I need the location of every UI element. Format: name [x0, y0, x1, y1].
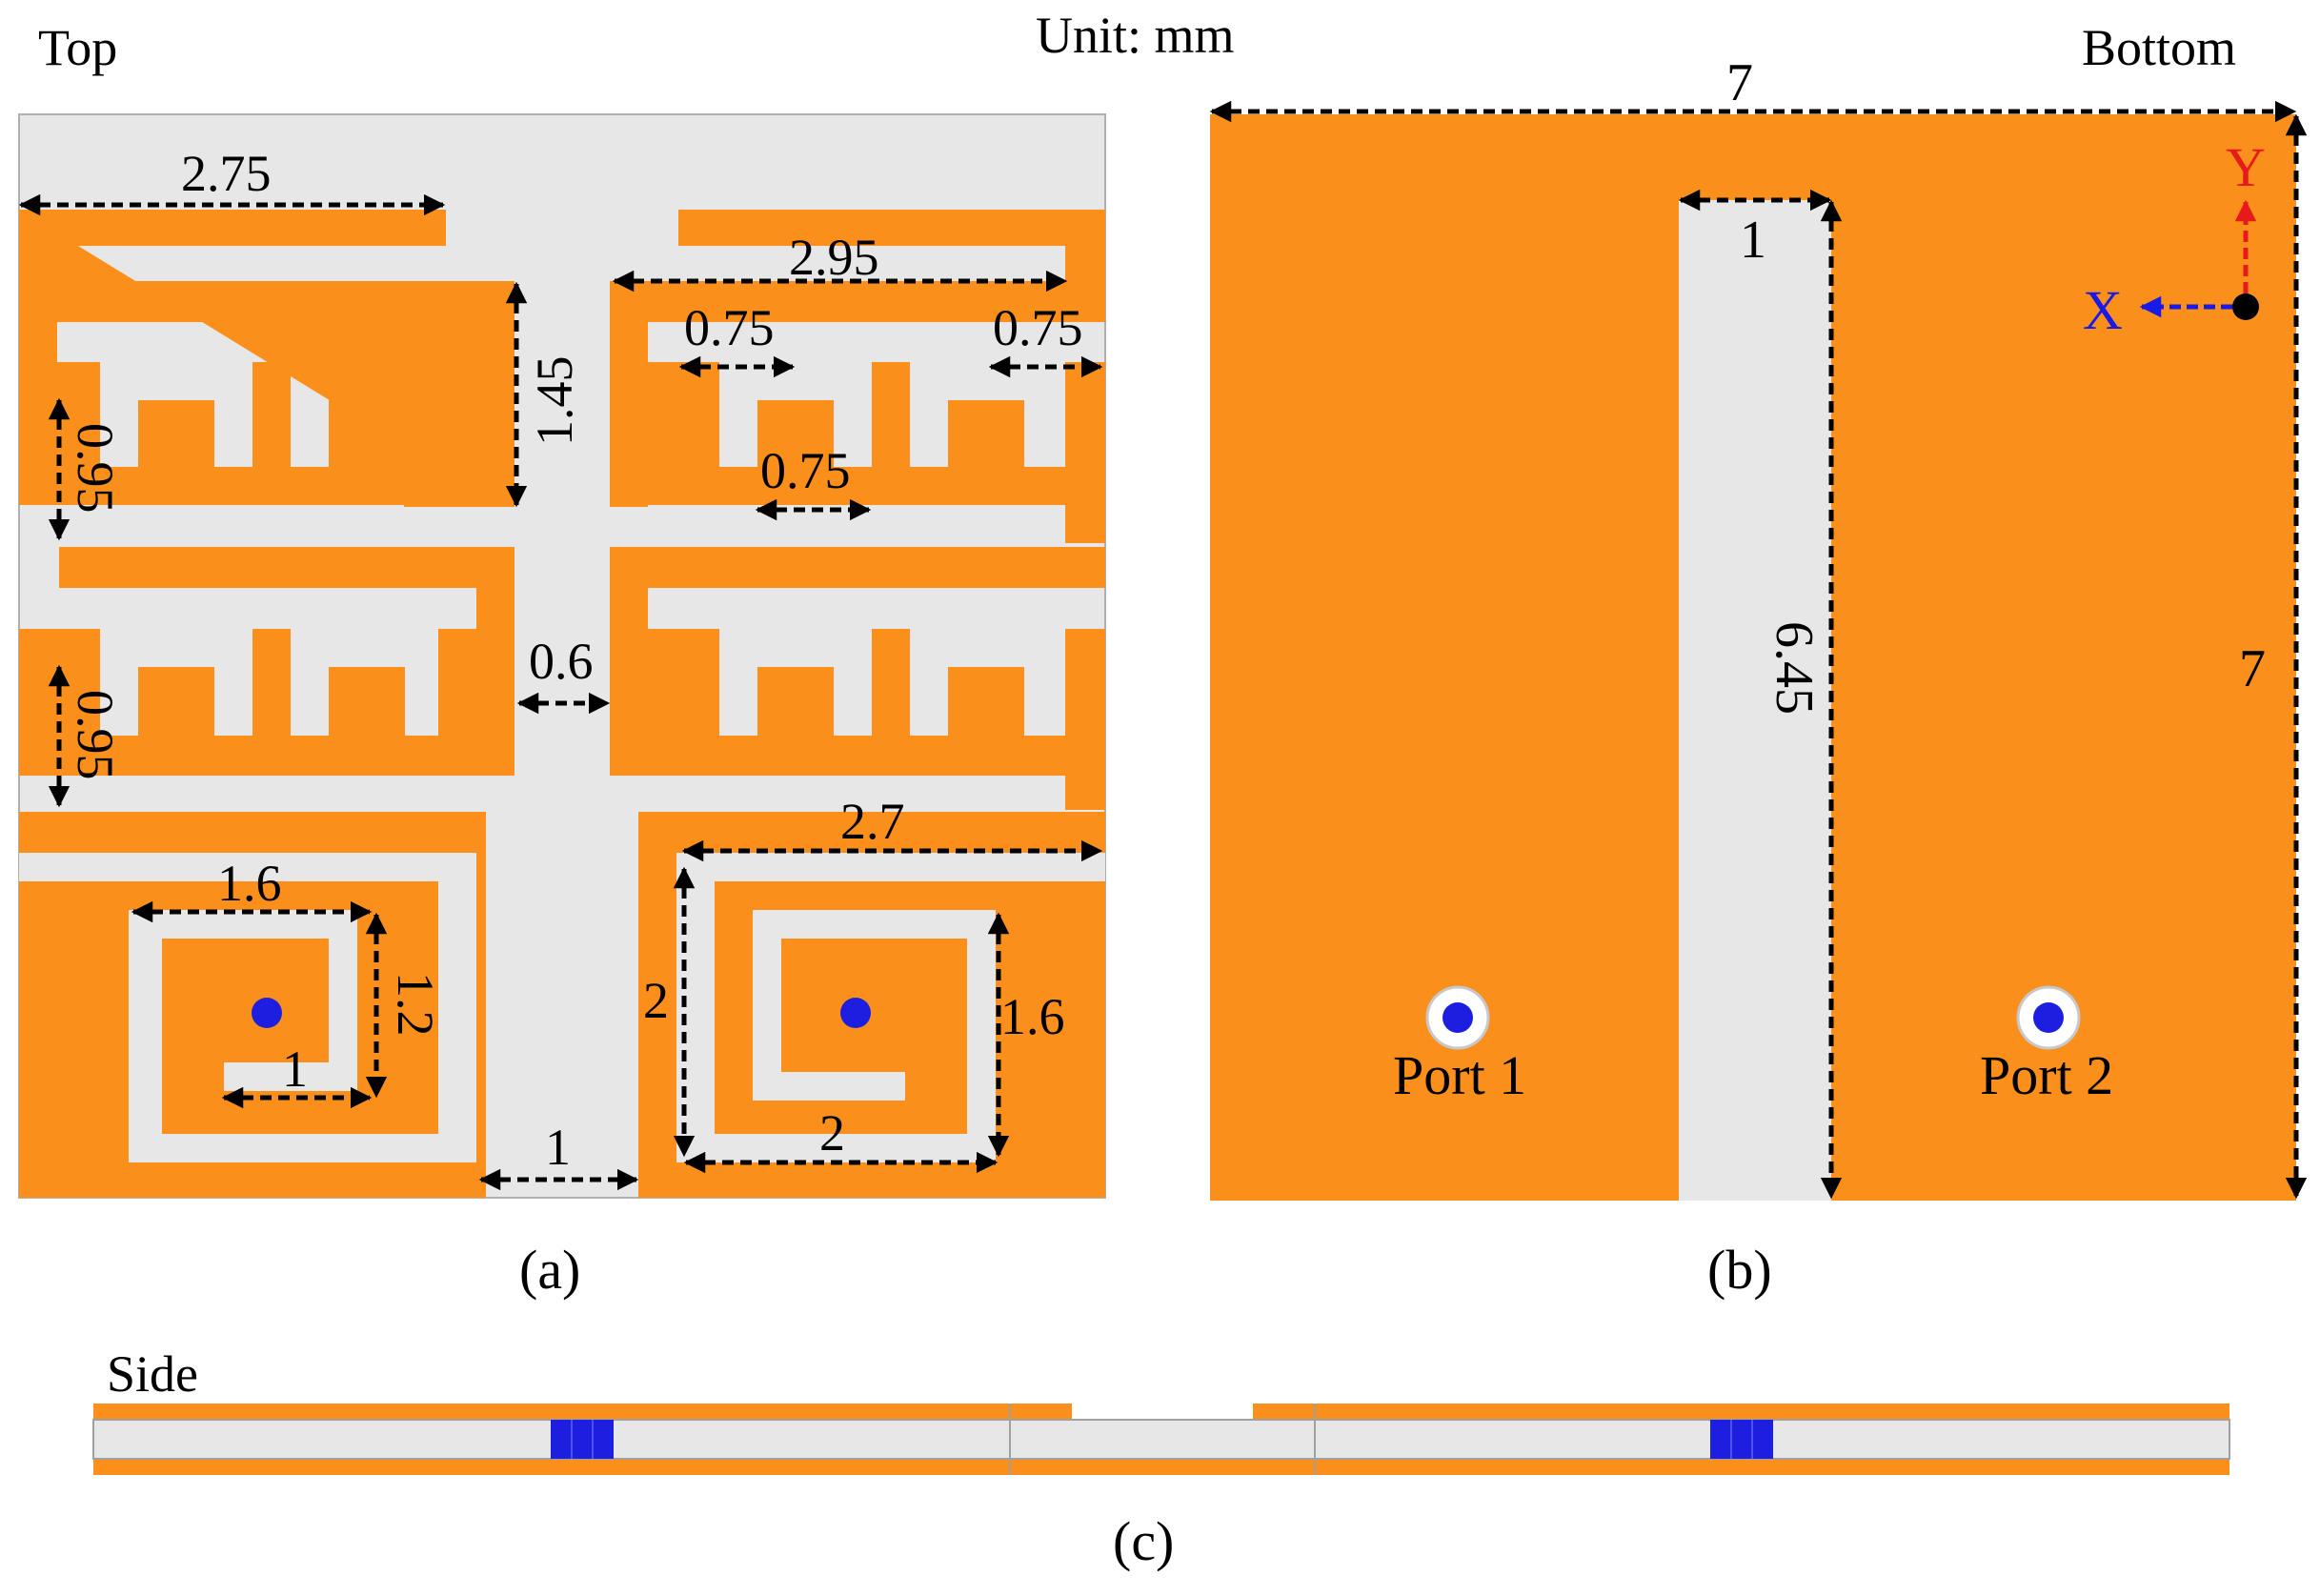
ground-slot — [1679, 200, 1831, 1201]
ml-bar-top — [59, 547, 514, 588]
side-view-title: Side — [107, 1345, 198, 1403]
bl-gap-top — [19, 853, 438, 881]
top-view-caption: (a) — [519, 1239, 580, 1301]
tl-comb — [19, 322, 476, 505]
ml-bar-right — [476, 547, 514, 776]
port-2-pin — [2033, 1002, 2064, 1033]
bottom-view-caption: (b) — [1707, 1239, 1772, 1301]
dim-label-06: 0.6 — [529, 633, 594, 690]
ml-comb — [19, 629, 476, 776]
dim-label-095b: 0.95 — [67, 690, 124, 780]
side-top-copper-right — [1315, 1404, 2229, 1420]
dim-label-1b: 1 — [545, 1119, 571, 1176]
side-via-right — [1710, 1420, 1773, 1459]
side-view-panel: Side (c) — [92, 1345, 2230, 1572]
dim-label-height-7: 7 — [2239, 639, 2266, 698]
dim-label-slot-645: 6.45 — [1765, 621, 1824, 715]
tr-bar-left — [610, 281, 648, 507]
br-gap-top — [676, 853, 1105, 881]
y-axis-label: Y — [2226, 136, 2266, 198]
bl-gap-right — [438, 853, 476, 1150]
bl-gap-bottom — [129, 1134, 476, 1162]
tr-comb — [648, 362, 1105, 505]
dim-label-12: 1.2 — [387, 972, 444, 1037]
unit-label: Unit: mm — [1036, 7, 1235, 64]
port-2-label: Port 2 — [1980, 1044, 2113, 1106]
x-axis-label: X — [2083, 279, 2123, 341]
dim-label-2a: 2 — [643, 972, 669, 1029]
side-substrate — [92, 1419, 2230, 1460]
bl-gap-left — [129, 910, 162, 1162]
dim-label-295: 2.95 — [789, 229, 879, 286]
dim-label-145: 1.45 — [526, 356, 583, 447]
mr-comb-right-edge — [1065, 629, 1105, 810]
mr-comb — [648, 629, 1105, 776]
axis-origin — [2232, 293, 2259, 320]
port-1-pin — [1442, 1002, 1473, 1033]
side-top-copper-stub-left — [1010, 1404, 1072, 1420]
side-bottom-copper — [93, 1459, 2229, 1475]
dim-label-slot-1: 1 — [1740, 211, 1766, 270]
mr-bar-left — [610, 547, 648, 776]
port-1-label: Port 1 — [1393, 1044, 1526, 1106]
dim-label-16b: 1.6 — [1000, 988, 1065, 1045]
dim-label-27: 2.7 — [840, 793, 905, 850]
tl-bar-mid — [19, 281, 514, 322]
side-via-left — [551, 1420, 614, 1459]
dim-label-16a: 1.6 — [217, 855, 282, 912]
dim-label-075a: 0.75 — [684, 299, 775, 356]
tr-bar-top — [678, 210, 1105, 246]
br-gap-inner-top — [753, 910, 996, 939]
side-view-caption: (c) — [1113, 1510, 1174, 1572]
dim-label-075c: 0.75 — [760, 442, 851, 499]
tr-bar-right — [1065, 210, 1105, 322]
dim-label-075b: 0.75 — [993, 299, 1083, 356]
dim-label-095a: 0.95 — [67, 423, 124, 514]
top-feed-right — [840, 998, 871, 1028]
br-gap-inner-bottom — [753, 1072, 905, 1101]
tr-comb-right-edge — [1065, 362, 1105, 543]
br-gap-inner-left — [753, 910, 781, 1101]
bl-gap-inner-right — [329, 910, 357, 1077]
bottom-view-panel: 7 7 1 6.45 X Y Port 1 Port 2 (b) — [1209, 53, 2308, 1301]
top-view-panel: 2.75 2.95 1.45 0.75 0.75 0.75 0.95 0.95 … — [18, 113, 1106, 1301]
bl-gap-inner-bottom — [224, 1062, 357, 1091]
top-view-title: Top — [38, 19, 117, 76]
bottom-view-title: Bottom — [2082, 19, 2236, 76]
top-feed-left — [252, 998, 282, 1028]
tl-bar-right — [476, 281, 514, 507]
side-top-copper-left — [93, 1404, 1010, 1420]
tl-bar-top — [19, 210, 446, 246]
dim-label-2b: 2 — [819, 1104, 845, 1162]
dim-label-1a: 1 — [282, 1040, 308, 1098]
mr-bar-top — [610, 547, 1105, 588]
dim-label-275: 2.75 — [181, 145, 272, 202]
br-gap-right — [967, 910, 996, 1162]
dim-label-width-7: 7 — [1726, 53, 1753, 112]
side-top-copper-stub-right — [1253, 1404, 1315, 1420]
